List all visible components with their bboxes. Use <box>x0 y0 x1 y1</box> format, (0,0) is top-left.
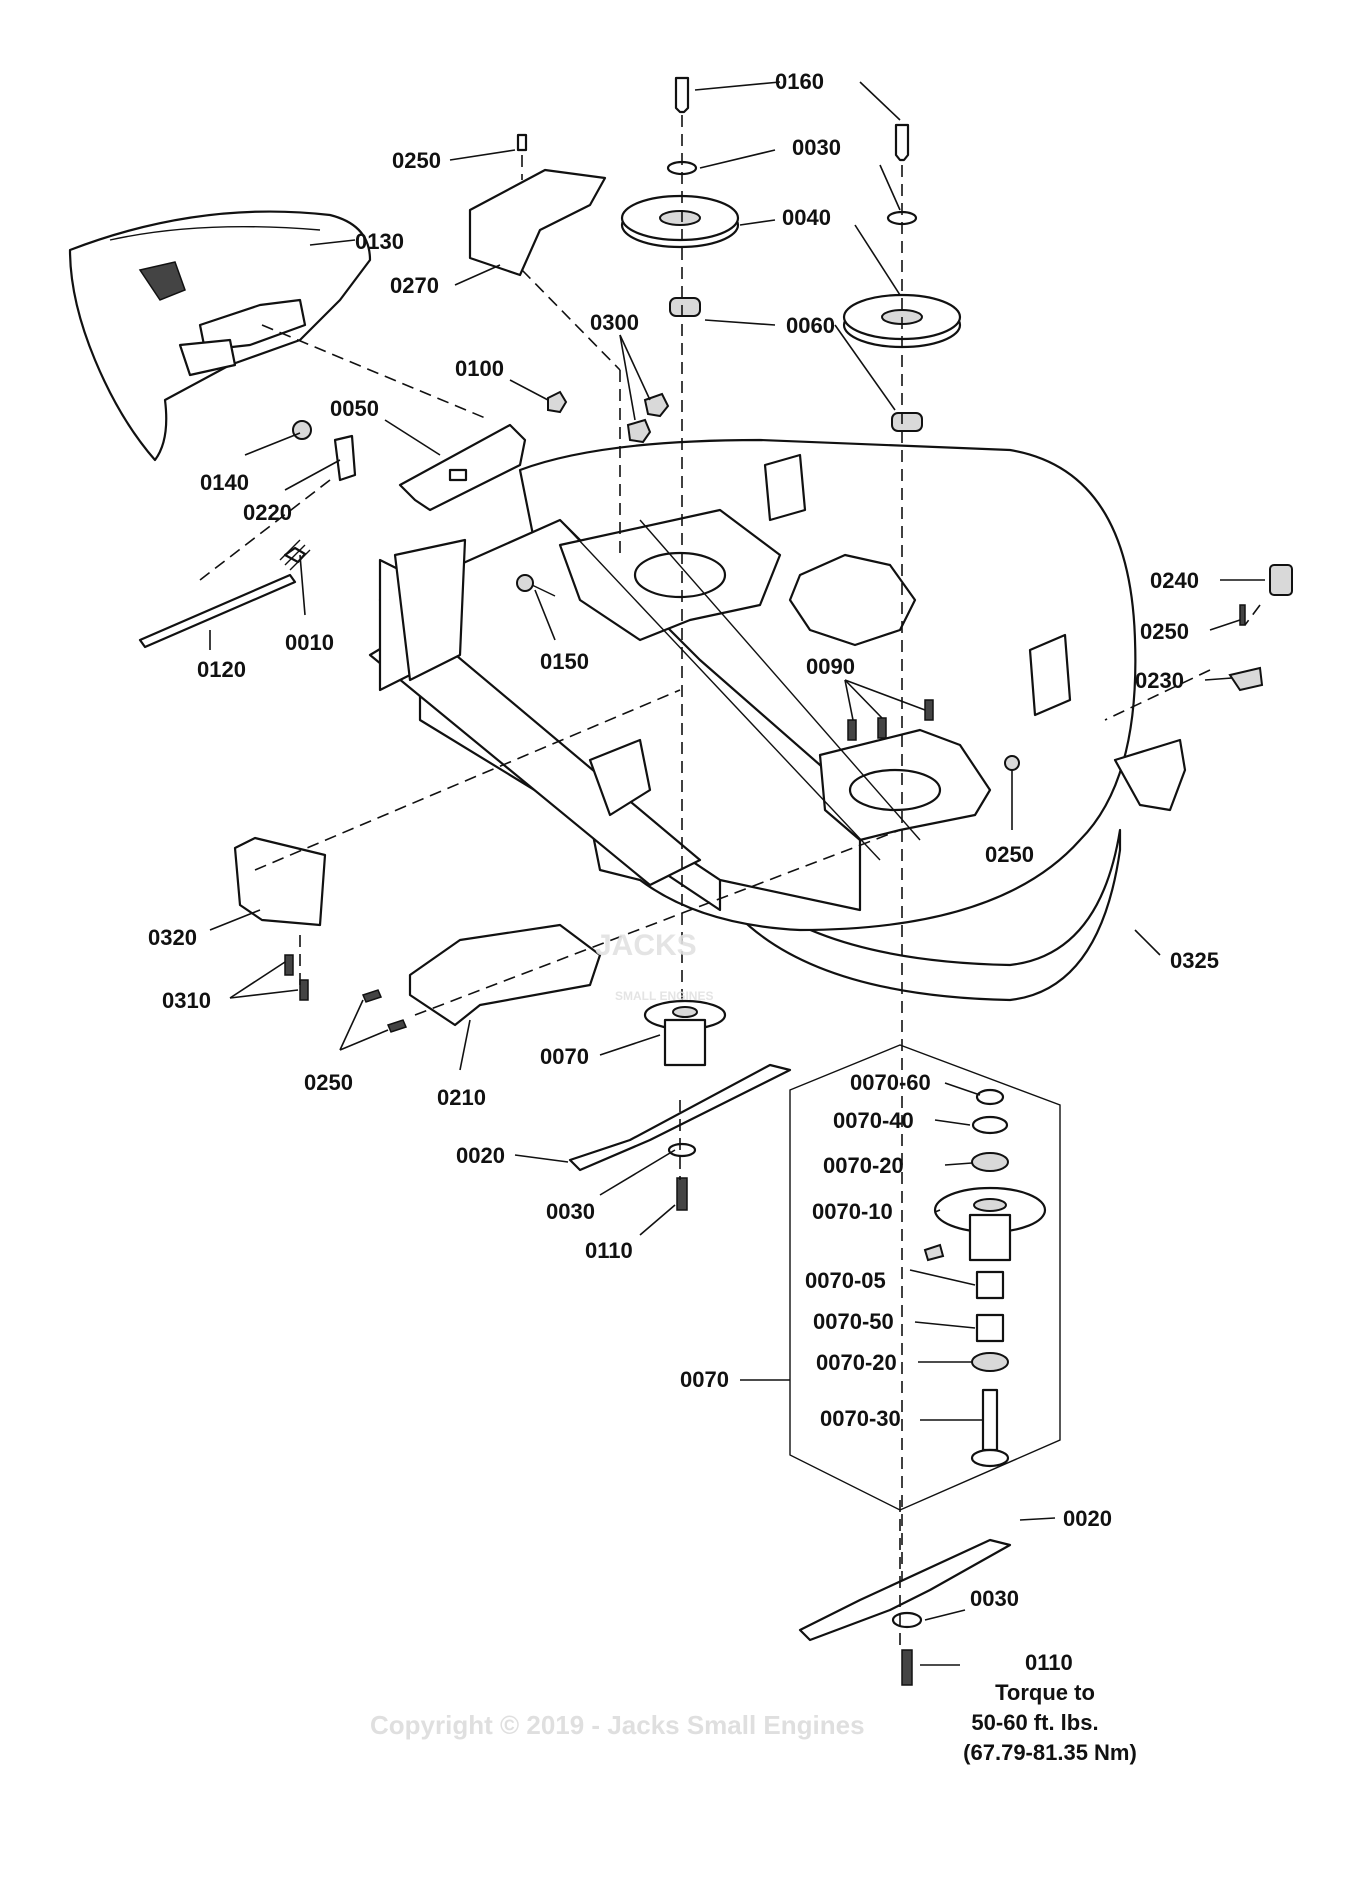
label-0325: 0325 <box>1170 948 1219 973</box>
spindle-pulleys <box>516 76 962 432</box>
label-0070-10: 0070-10 <box>812 1199 893 1224</box>
label-0250-shield: 0250 <box>304 1070 353 1095</box>
label-0150: 0150 <box>540 649 589 674</box>
label-0090: 0090 <box>806 654 855 679</box>
label-0020-right: 0020 <box>1063 1506 1112 1531</box>
label-0230: 0230 <box>1135 668 1184 693</box>
label-0070-60: 0070-60 <box>850 1070 931 1095</box>
label-0130: 0130 <box>355 229 404 254</box>
label-0250-deck: 0250 <box>985 842 1034 867</box>
label-0320: 0320 <box>148 925 197 950</box>
label-0300: 0300 <box>590 310 639 335</box>
label-0250-right: 0250 <box>1140 619 1189 644</box>
label-0070-20-upper: 0070-20 <box>823 1153 904 1178</box>
watermark-copyright: Copyright © 2019 - Jacks Small Engines <box>370 1710 865 1740</box>
screws-0250-shield <box>361 989 408 1033</box>
mower-deck-housing <box>368 438 1187 1002</box>
blade-hardware-right <box>891 1611 923 1686</box>
torque-line-3: (67.79-81.35 Nm) <box>963 1740 1137 1765</box>
torque-note: Torque to 50-60 ft. lbs. (67.79-81.35 Nm… <box>963 1680 1137 1765</box>
watermark-logo: JACKS <box>595 929 697 962</box>
label-0140: 0140 <box>200 470 249 495</box>
shield-0210 <box>408 923 602 1027</box>
torque-line-1: Torque to <box>995 1680 1095 1705</box>
label-0050: 0050 <box>330 396 379 421</box>
label-0310: 0310 <box>162 988 211 1013</box>
label-0010: 0010 <box>285 630 334 655</box>
bolts-0310 <box>284 954 309 1001</box>
label-0070-30: 0070-30 <box>820 1406 901 1431</box>
label-0070-50: 0070-50 <box>813 1309 894 1334</box>
leader-lines <box>209 81 1265 1666</box>
part-labels: 0160 0250 0030 0040 0130 0270 0060 0300 … <box>148 69 1219 1675</box>
label-0030: 0030 <box>792 135 841 160</box>
label-0270: 0270 <box>390 273 439 298</box>
label-0210: 0210 <box>437 1085 486 1110</box>
label-0250: 0250 <box>392 148 441 173</box>
label-0020-left: 0020 <box>456 1143 505 1168</box>
label-0040: 0040 <box>782 205 831 230</box>
label-0070-40: 0070-40 <box>833 1108 914 1133</box>
label-0070-20-lower: 0070-20 <box>816 1350 897 1375</box>
hinge-bracket <box>398 423 527 512</box>
spindle-left <box>643 999 727 1067</box>
label-0110-left: 0110 <box>585 1238 633 1263</box>
label-0240: 0240 <box>1150 568 1199 593</box>
watermark: JACKS SMALL ENGINES Copyright © 2019 - J… <box>370 929 865 1740</box>
torque-line-2: 50-60 ft. lbs. <box>971 1710 1098 1735</box>
baffle-0320 <box>233 836 327 927</box>
blade-left <box>568 1063 792 1172</box>
label-0160: 0160 <box>775 69 824 94</box>
label-0070-05: 0070-05 <box>805 1268 886 1293</box>
label-0070-assembly: 0070 <box>680 1367 729 1392</box>
label-0070-spindle: 0070 <box>540 1044 589 1069</box>
label-0120: 0120 <box>197 657 246 682</box>
label-0110-right: 0110 <box>1025 1650 1073 1675</box>
label-0030-left: 0030 <box>546 1199 595 1224</box>
blade-right <box>798 1538 1012 1642</box>
watermark-logo-sub: SMALL ENGINES <box>615 989 713 1003</box>
spindle-exploded-parts <box>923 1088 1047 1468</box>
label-0030-right: 0030 <box>970 1586 1019 1611</box>
label-0060: 0060 <box>786 313 835 338</box>
blade-hardware-left <box>667 1142 697 1211</box>
deflector-bracket <box>468 168 607 277</box>
label-0220: 0220 <box>243 500 292 525</box>
spindle-exploded-frame <box>789 1044 1061 1511</box>
alignment-lines <box>199 115 1261 1650</box>
discharge-chute <box>68 210 372 462</box>
label-0100: 0100 <box>455 356 504 381</box>
